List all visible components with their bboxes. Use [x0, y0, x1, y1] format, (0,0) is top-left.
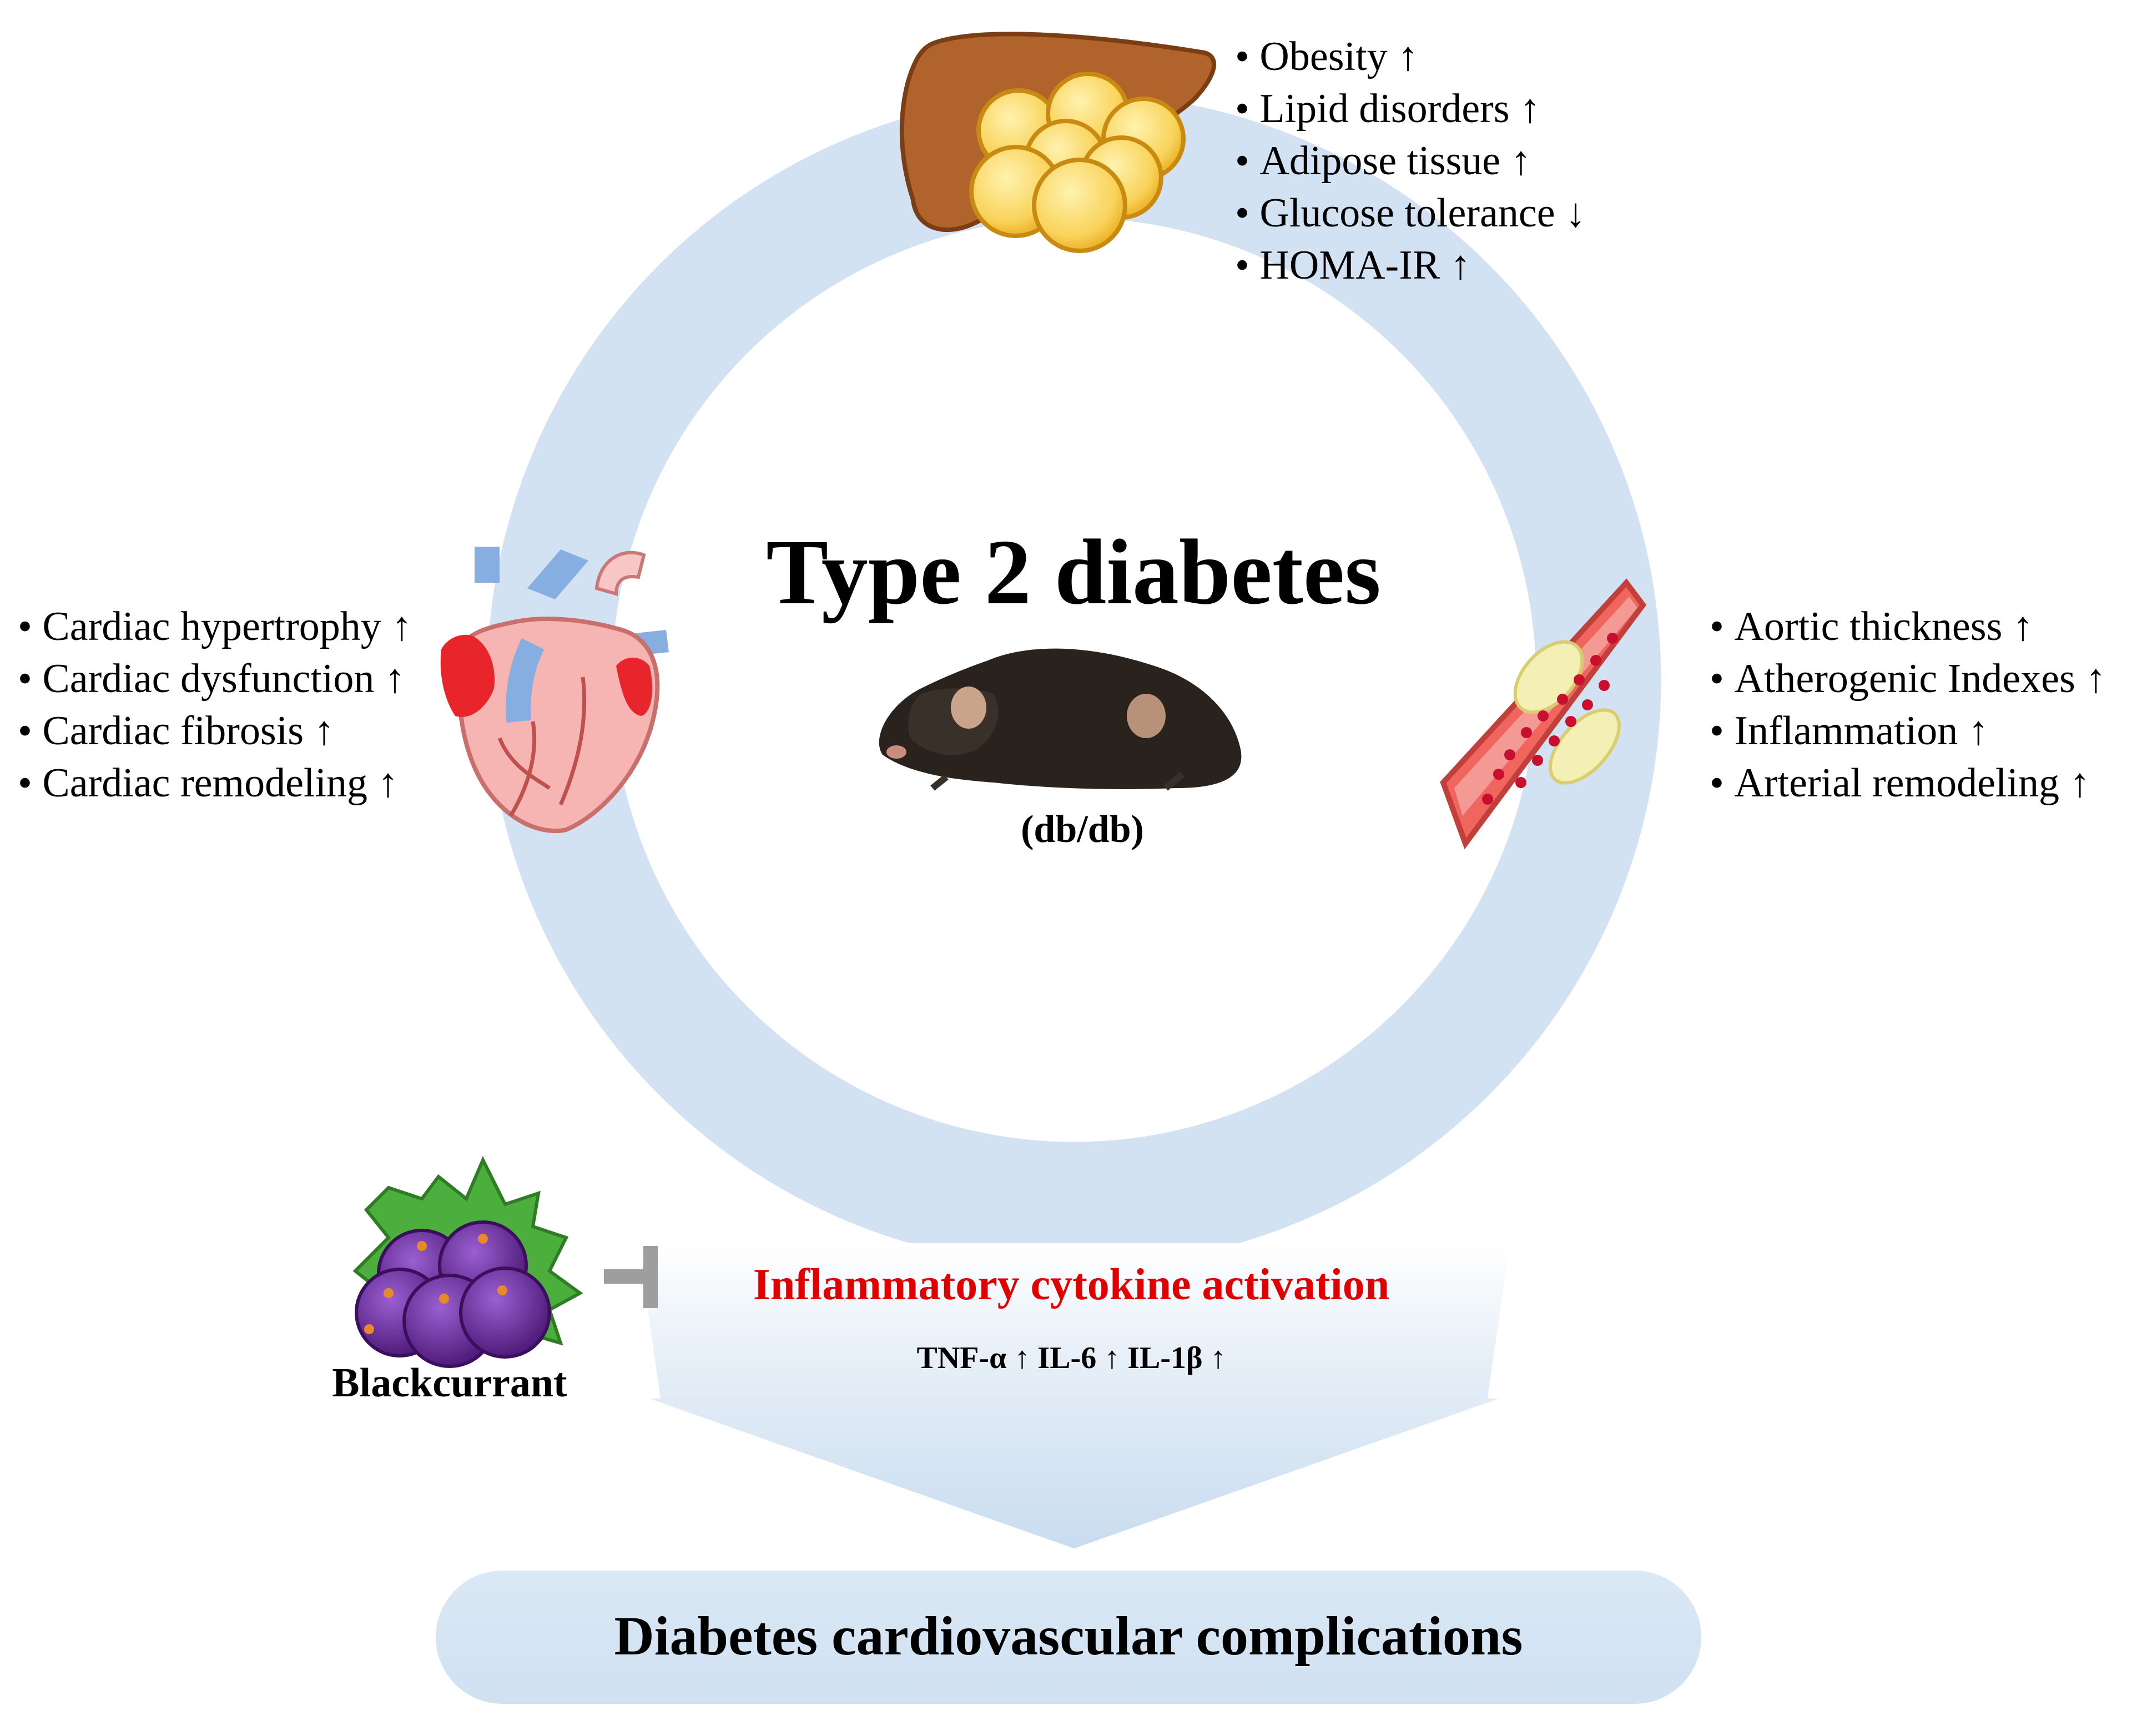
- heart-effects-list: Cardiac hypertrophy ↑ Cardiac dysfunctio…: [18, 600, 412, 809]
- mouse-model-label: (db/db): [1021, 808, 1144, 851]
- mouse-icon: [879, 648, 1242, 791]
- liver-icon: [899, 32, 1217, 253]
- outcome-box: [436, 1571, 1701, 1704]
- liver-effect-item: Obesity ↑: [1235, 31, 1586, 83]
- heart-effect-item: Cardiac hypertrophy ↑: [18, 600, 412, 653]
- heart-effect-item: Cardiac dysfunction ↑: [18, 653, 412, 705]
- liver-effect-item: Adipose tissue ↑: [1235, 135, 1586, 187]
- artery-effect-item: Atherogenic Indexes ↑: [1710, 653, 2106, 705]
- cytokine-list: TNF-α ↑ IL-6 ↑ IL-1β ↑: [916, 1341, 1226, 1375]
- artery-effects-list: Aortic thickness ↑ Atherogenic Indexes ↑…: [1710, 600, 2106, 809]
- heart-icon: [440, 547, 669, 834]
- diagram-title: Type 2 diabetes: [766, 521, 1381, 624]
- outcome-label: Diabetes cardiovascular complications: [614, 1605, 1523, 1667]
- down-arrow-icon: [638, 1243, 1510, 1548]
- liver-effect-item: Glucose tolerance ↓: [1235, 187, 1586, 239]
- artery-effect-item: Inflammation ↑: [1710, 705, 2106, 757]
- inhibition-icon: [604, 1246, 658, 1308]
- liver-effects-list: Obesity ↑ Lipid disorders ↑ Adipose tiss…: [1235, 31, 1586, 291]
- liver-effect-item: HOMA-IR ↑: [1235, 239, 1586, 291]
- heart-effect-item: Cardiac fibrosis ↑: [18, 705, 412, 757]
- artery-effect-item: Arterial remodeling ↑: [1710, 757, 2106, 809]
- blackcurrant-label: Blackcurrant: [332, 1360, 567, 1406]
- pathway-label: Inflammatory cytokine activation: [753, 1260, 1390, 1309]
- blackcurrant-icon: [352, 1155, 583, 1368]
- artery-effect-item: Aortic thickness ↑: [1710, 600, 2106, 653]
- liver-effect-item: Lipid disorders ↑: [1235, 83, 1586, 135]
- artery-icon: [1440, 578, 1647, 850]
- heart-effect-item: Cardiac remodeling ↑: [18, 757, 412, 809]
